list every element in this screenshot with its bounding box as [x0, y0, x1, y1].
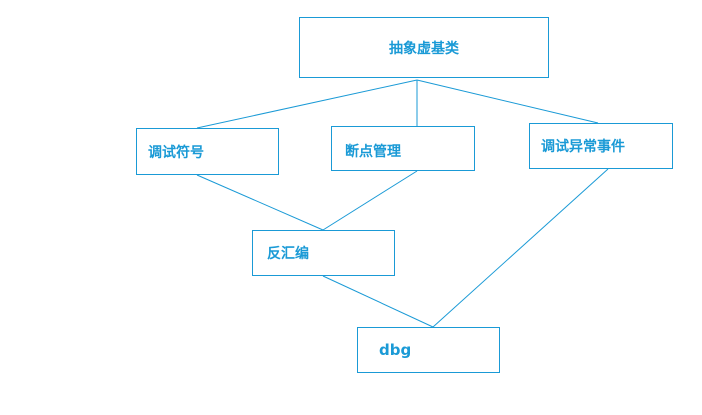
edge-abstract-base-to-exception-events: [416, 79, 599, 124]
node-abstract-base-class: 抽象虚基类: [299, 17, 549, 78]
edge-abstract-base-to-debug-symbols: [196, 79, 418, 129]
node-label-debug-symbols: 调试符号: [148, 144, 204, 161]
edge-exception-events-to-dbg: [432, 168, 609, 328]
edge-disassembly-to-dbg: [322, 275, 434, 328]
node-disassembly: 反汇编: [252, 230, 395, 276]
node-label-dbg: dbg: [379, 341, 412, 359]
edge-debug-symbols-to-disassembly: [196, 174, 324, 231]
node-breakpoint-management: 断点管理: [331, 126, 475, 171]
node-debug-exception-events: 调试异常事件: [529, 123, 673, 169]
edge-breakpoint-mgmt-to-disassembly: [322, 170, 418, 231]
node-dbg: dbg: [357, 327, 500, 373]
node-label-disassembly: 反汇编: [267, 246, 309, 262]
node-label-breakpoint-management: 断点管理: [345, 143, 401, 160]
node-label-abstract-base-class: 抽象虚基类: [389, 40, 459, 57]
node-debug-symbols: 调试符号: [136, 128, 279, 175]
node-label-debug-exception-events: 调试异常事件: [541, 139, 625, 155]
